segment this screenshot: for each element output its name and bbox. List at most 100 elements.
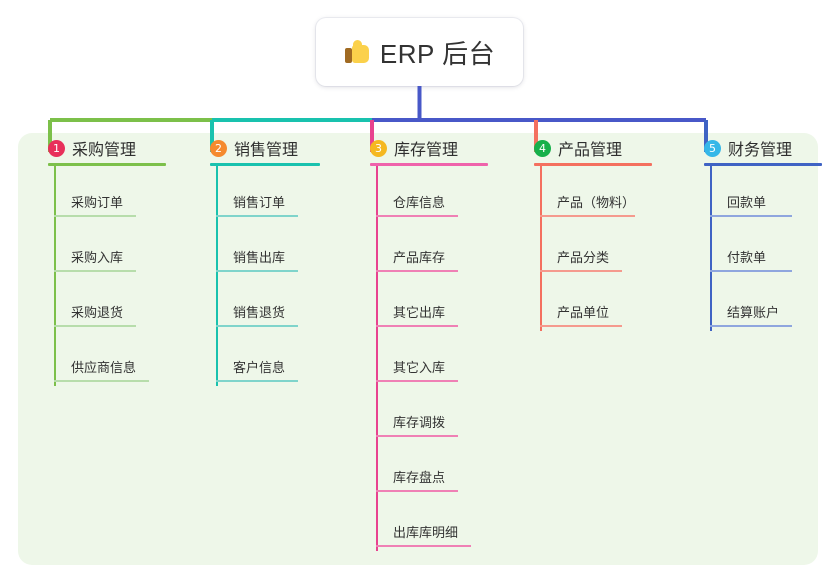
leaf-underline <box>54 215 136 217</box>
leaf-underline <box>540 215 635 217</box>
branch-title: 库存管理 <box>394 142 459 159</box>
leaf-label: 客户信息 <box>233 360 286 375</box>
leaf-spine <box>376 166 378 221</box>
leaf-item[interactable]: 销售出库 <box>216 221 352 276</box>
leaf-underline <box>376 215 458 217</box>
leaf-spine <box>540 276 542 331</box>
branch-leaf-list: 采购订单采购入库采购退货供应商信息 <box>54 166 190 386</box>
leaf-underline <box>54 380 149 382</box>
leaf-underline <box>376 435 458 437</box>
leaf-item[interactable]: 回款单 <box>710 166 839 221</box>
leaf-label: 供应商信息 <box>71 360 137 375</box>
leaf-label: 销售退货 <box>233 305 286 320</box>
branch-header-5[interactable]: 5 财务管理 <box>686 133 839 163</box>
leaf-underline <box>376 545 471 547</box>
leaf-item[interactable]: 销售订单 <box>216 166 352 221</box>
leaf-spine <box>376 441 378 496</box>
leaf-label: 其它入库 <box>393 360 446 375</box>
leaf-label: 采购退货 <box>71 305 124 320</box>
leaf-underline <box>710 270 792 272</box>
leaf-item[interactable]: 产品分类 <box>540 221 676 276</box>
leaf-spine <box>216 276 218 331</box>
leaf-underline <box>540 325 622 327</box>
leaf-label: 付款单 <box>727 250 767 265</box>
leaf-label: 产品分类 <box>557 250 610 265</box>
leaf-label: 回款单 <box>727 195 767 210</box>
leaf-underline <box>216 325 298 327</box>
leaf-label: 结算账户 <box>727 305 780 320</box>
leaf-underline <box>216 380 298 382</box>
leaf-spine <box>376 386 378 441</box>
leaf-underline <box>710 215 792 217</box>
leaf-item[interactable]: 产品（物料） <box>540 166 676 221</box>
leaf-underline <box>710 325 792 327</box>
leaf-item[interactable]: 付款单 <box>710 221 839 276</box>
branch-leaf-list: 回款单付款单结算账户 <box>710 166 839 331</box>
leaf-underline <box>54 325 136 327</box>
leaf-spine <box>216 331 218 386</box>
leaf-item[interactable]: 销售退货 <box>216 276 352 331</box>
branch-number-badge: 5 <box>704 139 721 157</box>
leaf-item[interactable]: 采购订单 <box>54 166 190 221</box>
leaf-label: 出库库明细 <box>393 525 459 540</box>
leaf-spine <box>54 331 56 386</box>
branch-title: 销售管理 <box>234 142 299 159</box>
leaf-underline <box>216 215 298 217</box>
root-node-card[interactable]: ERP 后台 <box>316 18 523 86</box>
leaf-label: 产品单位 <box>557 305 610 320</box>
leaf-underline <box>376 270 458 272</box>
leaf-spine <box>216 166 218 221</box>
branch-leaf-list: 产品（物料） 产品分类产品单位 <box>540 166 676 331</box>
leaf-spine <box>54 276 56 331</box>
leaf-item[interactable]: 库存盘点 <box>376 441 512 496</box>
branch-number-badge: 1 <box>48 139 65 157</box>
leaf-spine <box>376 221 378 276</box>
leaf-spine <box>376 496 378 551</box>
leaf-spine <box>710 221 712 276</box>
leaf-label: 采购入库 <box>71 250 124 265</box>
branch-underline <box>48 163 166 166</box>
branch-underline <box>370 163 488 166</box>
branch-header-2[interactable]: 2 销售管理 <box>192 133 352 163</box>
leaf-item[interactable]: 其它入库 <box>376 331 512 386</box>
leaf-item[interactable]: 结算账户 <box>710 276 839 331</box>
branch-title: 财务管理 <box>728 142 793 159</box>
branch-number-badge: 2 <box>210 139 227 157</box>
leaf-label: 产品库存 <box>393 250 446 265</box>
branch-leaf-list: 销售订单销售出库销售退货客户信息 <box>216 166 352 386</box>
leaf-label: 仓库信息 <box>393 195 446 210</box>
leaf-item[interactable]: 库存调拨 <box>376 386 512 441</box>
leaf-item[interactable]: 产品单位 <box>540 276 676 331</box>
leaf-label: 采购订单 <box>71 195 124 210</box>
branch-leaf-list: 仓库信息产品库存其它出库其它入库库存调拨库存盘点出库库明细 <box>376 166 512 551</box>
leaf-item[interactable]: 产品库存 <box>376 221 512 276</box>
leaf-spine <box>710 166 712 221</box>
leaf-spine <box>54 166 56 221</box>
branch-underline <box>704 163 822 166</box>
leaf-underline <box>376 325 458 327</box>
leaf-label: 其它出库 <box>393 305 446 320</box>
leaf-item[interactable]: 供应商信息 <box>54 331 190 386</box>
thumbs-up-icon <box>344 39 370 65</box>
leaf-item[interactable]: 出库库明细 <box>376 496 512 551</box>
leaf-spine <box>216 221 218 276</box>
leaf-item[interactable]: 采购入库 <box>54 221 190 276</box>
leaf-item[interactable]: 客户信息 <box>216 331 352 386</box>
leaf-item[interactable]: 采购退货 <box>54 276 190 331</box>
branch-column-2: 2 销售管理销售订单销售出库销售退货客户信息 <box>192 133 352 386</box>
branch-underline <box>210 163 320 166</box>
leaf-spine <box>710 276 712 331</box>
leaf-label: 库存调拨 <box>393 415 446 430</box>
diagram-background-panel <box>18 133 818 565</box>
leaf-item[interactable]: 其它出库 <box>376 276 512 331</box>
leaf-item[interactable]: 仓库信息 <box>376 166 512 221</box>
leaf-spine <box>540 166 542 221</box>
root-node-label: ERP 后台 <box>379 38 496 69</box>
branch-number-badge: 4 <box>534 139 551 157</box>
leaf-spine <box>376 276 378 331</box>
